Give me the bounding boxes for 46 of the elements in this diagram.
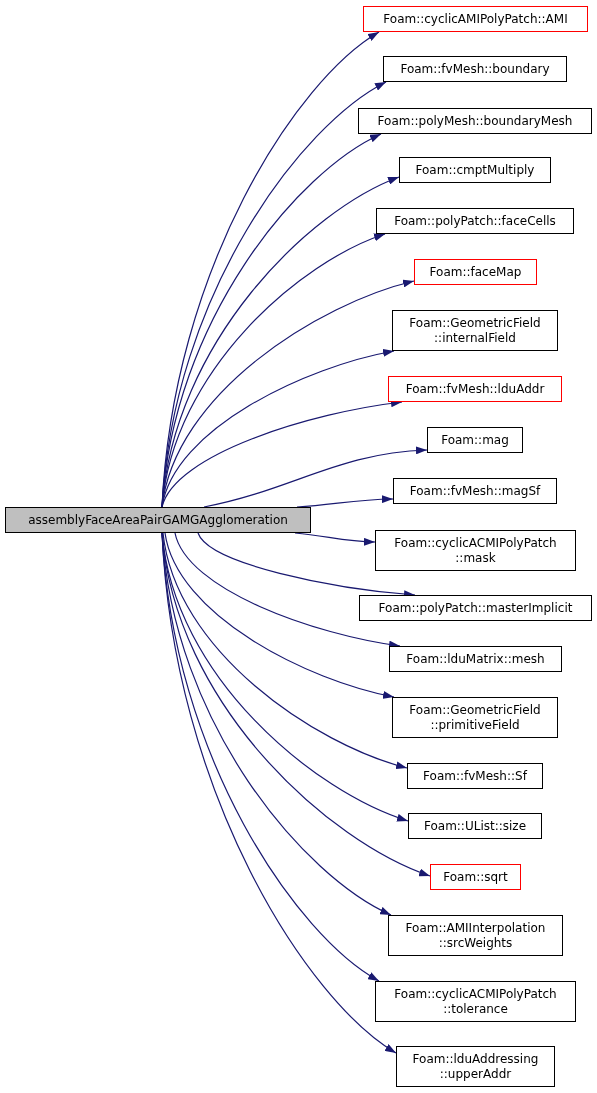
function-box — [396, 1046, 555, 1087]
function-name: Foam::fvMesh::Sf — [423, 768, 527, 784]
function-box — [363, 6, 588, 32]
function-name: Foam::cmptMultiply — [415, 162, 535, 178]
function-name: Foam::GeometricField ::internalField — [408, 315, 542, 346]
function-box — [375, 530, 576, 571]
function-name: Foam::AMIInterpolation ::srcWeights — [404, 920, 547, 951]
function-name: Foam::polyPatch::masterImplicit — [378, 600, 573, 616]
call-arrow — [164, 532, 395, 699]
function-box — [359, 595, 592, 621]
function-name: Foam::fvMesh::lduAddr — [405, 381, 545, 397]
function-box — [375, 981, 576, 1022]
function-name: Foam::polyMesh::boundaryMesh — [377, 113, 573, 129]
function-name: Foam::cyclicACMIPolyPatch ::mask — [393, 535, 558, 566]
function-name: Foam::mag — [441, 432, 509, 448]
function-name: assemblyFaceAreaPairGAMGAgglomeration — [28, 512, 288, 528]
function-box — [388, 376, 562, 402]
function-box — [430, 864, 521, 890]
function-box — [388, 915, 563, 956]
function-name: Foam::cyclicAMIPolyPatch::AMI — [383, 11, 568, 27]
call-arrow — [161, 532, 397, 1054]
function-name: Foam::faceMap — [429, 264, 522, 280]
function-name: Foam::fvMesh::boundary — [400, 61, 550, 77]
function-name: Foam::sqrt — [443, 869, 508, 885]
function-box — [407, 763, 543, 789]
function-box — [389, 646, 562, 672]
function-box — [408, 813, 542, 839]
function-box — [427, 427, 523, 453]
function-name: Foam::GeometricField ::primitiveField — [408, 702, 542, 733]
function-name: Foam::lduAddressing ::upperAddr — [411, 1051, 540, 1082]
function-box — [392, 697, 558, 738]
function-box — [399, 157, 551, 183]
focus-function-box — [5, 507, 311, 533]
function-box — [392, 310, 558, 351]
call-arrow — [203, 446, 428, 508]
function-name: Foam::lduMatrix::mesh — [406, 651, 545, 667]
function-box — [383, 56, 567, 82]
function-box — [393, 478, 557, 504]
function-name: Foam::UList::size — [423, 818, 527, 834]
function-box — [358, 108, 592, 134]
function-box — [414, 259, 537, 285]
function-name: Foam::cyclicACMIPolyPatch ::tolerance — [393, 986, 558, 1017]
function-name: Foam::fvMesh::magSf — [409, 483, 541, 499]
function-name: Foam::polyPatch::faceCells — [394, 213, 556, 229]
call-arrow — [162, 532, 408, 769]
function-box — [376, 208, 574, 234]
